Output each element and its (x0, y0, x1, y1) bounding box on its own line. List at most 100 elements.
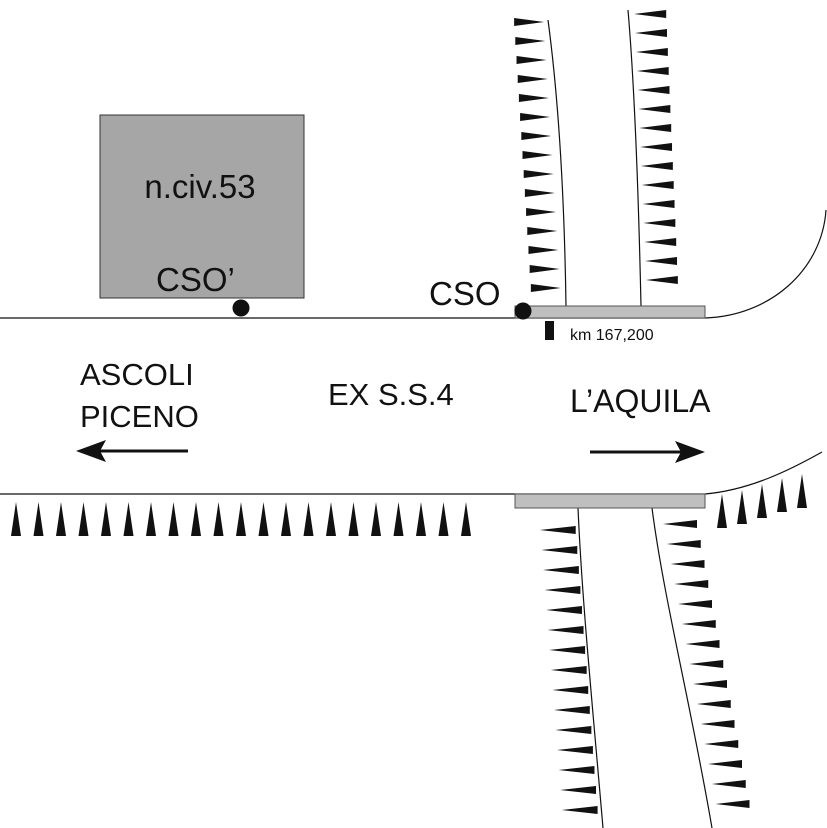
embankment-hatch-mark (663, 520, 697, 528)
embankment-hatch-mark (281, 502, 291, 536)
road-curve-northeast (704, 209, 827, 319)
embankment-hatch-mark (146, 502, 156, 536)
embankment-hatch-mark (416, 502, 426, 536)
stream-bank-north-west (547, 19, 567, 307)
embankment-hatch-mark (715, 800, 750, 808)
embankment-hatch-mark (638, 105, 671, 113)
embankment-hatch-mark (637, 86, 670, 94)
embankment-hatch-mark (461, 502, 471, 536)
point-cso-dot (514, 302, 532, 320)
embankment-hatch-mark (520, 113, 551, 121)
embankment-hatch-mark (542, 566, 579, 574)
embankment-hatch-mark (521, 132, 552, 140)
embankment-hatch-mark (326, 502, 336, 536)
embankment-hatch-mark (555, 726, 592, 734)
embankment-hatch-mark (711, 780, 746, 788)
stream-bank-north-east (627, 9, 642, 307)
road-curve-southeast (704, 451, 823, 495)
embankment-hatch-mark (544, 586, 581, 594)
embankment-hatch-mark (530, 284, 561, 292)
embankment-hatch-mark (797, 474, 807, 508)
arrow-east-icon (590, 441, 705, 463)
embankment-hatch-mark (348, 502, 359, 536)
embankment-hatch-mark (643, 219, 676, 227)
embankment-hatch-mark (529, 265, 560, 273)
direction-west-line2: PICENO (80, 399, 199, 434)
point-cso-prime-label: CSO’ (156, 261, 235, 298)
embankment-hatch-mark (516, 56, 547, 64)
embankment-hatch-mark (522, 151, 553, 159)
embankment-hatch-mark (777, 478, 787, 512)
embankment-hatch-mark (757, 484, 767, 518)
embankment-hatch-mark (634, 10, 667, 18)
embankment-hatch-mark (11, 502, 21, 536)
embankment-hatch-mark (693, 680, 727, 688)
building-n-civ-53 (99, 114, 305, 299)
embankment-hatching (11, 10, 807, 814)
km-marker-post (545, 321, 554, 340)
embankment-hatch-mark (645, 276, 678, 284)
embankment-hatch-mark (101, 502, 111, 536)
embankment-hatch-mark (561, 806, 598, 814)
embankment-hatch-mark (642, 200, 675, 208)
embankment-hatch-mark (552, 686, 589, 694)
embankment-hatch-mark (708, 760, 742, 768)
embankment-hatch-mark (123, 502, 134, 536)
km-marker-label: km 167,200 (570, 327, 654, 344)
embankment-hatch-mark (523, 170, 554, 178)
embankment-hatch-mark (704, 740, 739, 748)
embankment-hatch-mark (541, 546, 578, 554)
embankment-hatch-mark (33, 502, 44, 536)
embankment-hatch-mark (670, 560, 705, 568)
embankment-hatch-mark (636, 67, 669, 75)
embankment-hatch-mark (560, 786, 597, 794)
embankment-hatch-mark (685, 640, 720, 648)
embankment-hatch-mark (303, 502, 314, 536)
embankment-hatch-mark (371, 502, 381, 536)
embankment-hatch-mark (696, 700, 731, 708)
bridge-south-slab (514, 493, 706, 509)
embankment-hatch-mark (526, 208, 557, 216)
embankment-hatch-mark (213, 502, 224, 536)
road-name-label: EX S.S.4 (328, 377, 454, 412)
embankment-hatch-mark (737, 490, 747, 524)
building-label: n.civ.53 (144, 168, 255, 205)
point-cso-prime-dot (232, 299, 250, 317)
embankment-hatch-mark (674, 580, 709, 588)
arrow-west-icon (76, 440, 188, 462)
embankment-hatch-mark (717, 494, 727, 528)
embankment-hatch-mark (678, 600, 712, 608)
embankment-hatch-mark (689, 660, 724, 668)
stream-bank-south-west (577, 507, 604, 828)
embankment-hatch-mark (550, 666, 587, 674)
embankment-hatch-mark (191, 502, 201, 536)
embankment-hatch-mark (514, 18, 545, 26)
point-cso-label: CSO (429, 275, 501, 312)
embankment-hatch-mark (640, 162, 673, 170)
embankment-hatch-mark (700, 720, 735, 728)
stream-bank-south-east (651, 507, 713, 828)
embankment-hatch-mark (517, 75, 548, 83)
embankment-hatch-mark (640, 143, 673, 151)
embankment-hatch-mark (78, 502, 89, 536)
embankment-hatch-mark (635, 48, 668, 56)
embankment-hatch-mark (236, 502, 246, 536)
embankment-hatch-mark (681, 620, 716, 628)
direction-east-label: L’AQUILA (570, 383, 711, 419)
embankment-hatch-mark (549, 646, 586, 654)
embankment-hatch-mark (528, 246, 559, 254)
embankment-hatch-mark (527, 227, 558, 235)
embankment-hatch-mark (56, 502, 66, 536)
embankment-hatch-mark (558, 766, 595, 774)
embankment-hatch-mark (539, 526, 576, 534)
bridge-north-slab (514, 305, 706, 319)
embankment-hatch-mark (518, 94, 549, 102)
embankment-hatch-mark (645, 257, 678, 265)
embankment-hatch-mark (258, 502, 269, 536)
embankment-hatch-mark (644, 238, 677, 246)
embankment-hatch-mark (641, 181, 674, 189)
embankment-hatch-mark (553, 706, 590, 714)
direction-west-line1: ASCOLI (80, 357, 194, 392)
embankment-hatch-mark (666, 540, 701, 548)
